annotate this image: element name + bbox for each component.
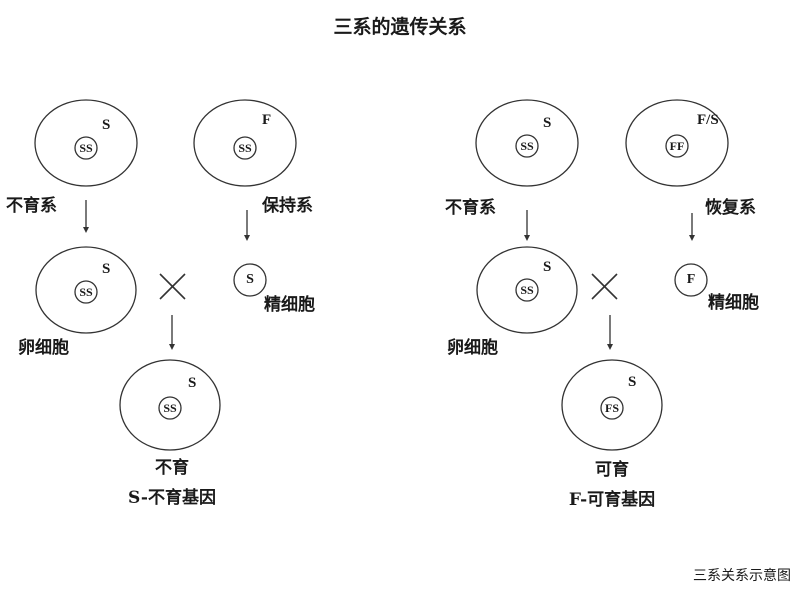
offspring-result: 可育 [595,460,629,480]
offspring-note: S-不育基因 [128,488,216,508]
cytoplasm-genotype: F [262,112,272,128]
cell-right-sterile [475,99,579,187]
cytoplasm-genotype: S [102,117,111,133]
label-sperm: 精细胞 [264,295,315,315]
nucleus-genotype: SS [79,285,93,299]
cytoplasm-genotype: S [628,374,637,390]
offspring-result: 不育 [155,458,189,478]
label-maintainer-line: 保持系 [262,196,313,216]
cytoplasm-genotype: S [543,259,552,275]
cell-left-sterile [34,99,138,187]
cell-right-egg [476,246,578,334]
label-egg: 卵细胞 [447,338,498,358]
cell-left-maintainer [193,99,297,187]
diagram-title: 三系的遗传关系 [333,16,467,38]
cytoplasm-genotype: F/S [697,112,719,128]
arrowheads [83,227,695,350]
nucleus-genotype: SS [238,141,252,155]
cytoplasm-genotype: S [543,115,552,131]
cytoplasm-genotype: S [188,375,197,391]
figure-caption: 三系关系示意图 [693,568,791,584]
nucleus [233,136,257,160]
nucleus-genotype: SS [79,141,93,155]
arrow-icon [85,200,693,345]
offspring-note: F-可育基因 [568,490,656,510]
cell-right-sperm [674,263,708,297]
nucleus [665,134,689,158]
nucleus [515,134,539,158]
nucleus [74,136,98,160]
label-restorer-line: 恢复系 [705,198,756,218]
cell-left-sperm [233,263,267,297]
sperm-genotype: S [246,272,254,287]
nucleus-genotype: FF [669,139,685,153]
cell-left-offspring [119,359,221,451]
cell-right-restorer [625,99,729,187]
cross-icon [159,273,618,300]
label-sterile-line: 不育系 [6,196,57,216]
label-sperm: 精细胞 [708,293,759,313]
nucleus [74,280,98,304]
nucleus [600,396,624,420]
sperm-genotype: F [686,272,696,287]
nucleus [158,396,182,420]
nucleus-genotype: SS [520,139,534,153]
nucleus-genotype: SS [163,401,177,415]
cytoplasm-genotype: S [102,261,111,277]
nucleus [515,278,539,302]
label-sterile-line: 不育系 [445,198,496,218]
cell-right-offspring [561,359,663,451]
nucleus-genotype: FS [604,401,620,415]
cell-left-egg [35,246,137,334]
label-egg: 卵细胞 [18,338,69,358]
nucleus-genotype: SS [520,283,534,297]
